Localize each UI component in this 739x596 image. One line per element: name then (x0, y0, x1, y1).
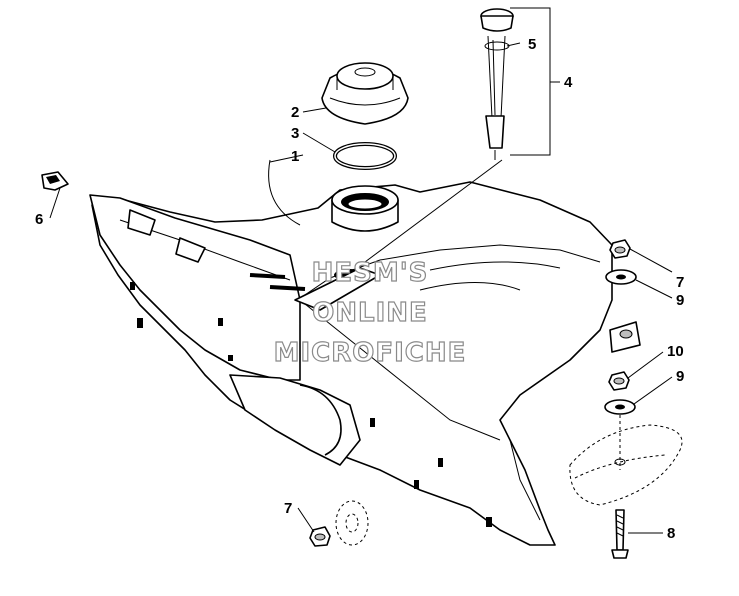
callout-1: 1 (291, 148, 299, 165)
fuel-gauge-assembly (480, 8, 514, 160)
washer-lower-right (604, 399, 636, 415)
grommet-lower-left (335, 500, 369, 546)
callout-3: 3 (291, 125, 299, 142)
watermark-line-2: ONLINE (312, 298, 428, 328)
nut-upper-right (609, 239, 631, 259)
leader-lines (49, 7, 673, 534)
callout-2: 2 (291, 104, 299, 121)
watermark-line-1: HESM'S (312, 258, 429, 288)
nut-lower-left (309, 526, 331, 547)
callout-4: 4 (564, 74, 573, 91)
callout-8: 8 (667, 525, 675, 542)
callout-7-lower: 7 (284, 500, 292, 517)
tank-bracket-clip (41, 171, 69, 191)
filler-cap (321, 62, 409, 125)
callout-5: 5 (528, 36, 536, 53)
callout-10: 10 (667, 343, 684, 360)
callout-9-upper: 9 (676, 292, 684, 309)
o-ring-gasket (333, 142, 397, 170)
watermark-line-3: MICROFICHE (274, 338, 467, 368)
mounting-bolt (611, 415, 629, 559)
tank-studs (130, 273, 492, 527)
fuel-tank (89, 159, 641, 546)
filler-neck (331, 185, 399, 232)
callout-7-upper: 7 (676, 274, 684, 291)
watermark: HESM'S ONLINE MICROFICHE (273, 257, 467, 368)
callout-9-lower: 9 (676, 368, 684, 385)
mounting-pad (569, 424, 683, 506)
callout-labels: 1 2 3 4 5 6 7 9 10 9 8 7 (35, 36, 684, 542)
washer-upper-right (605, 269, 637, 285)
callout-6: 6 (35, 211, 43, 228)
nut-lower-right (608, 371, 630, 391)
